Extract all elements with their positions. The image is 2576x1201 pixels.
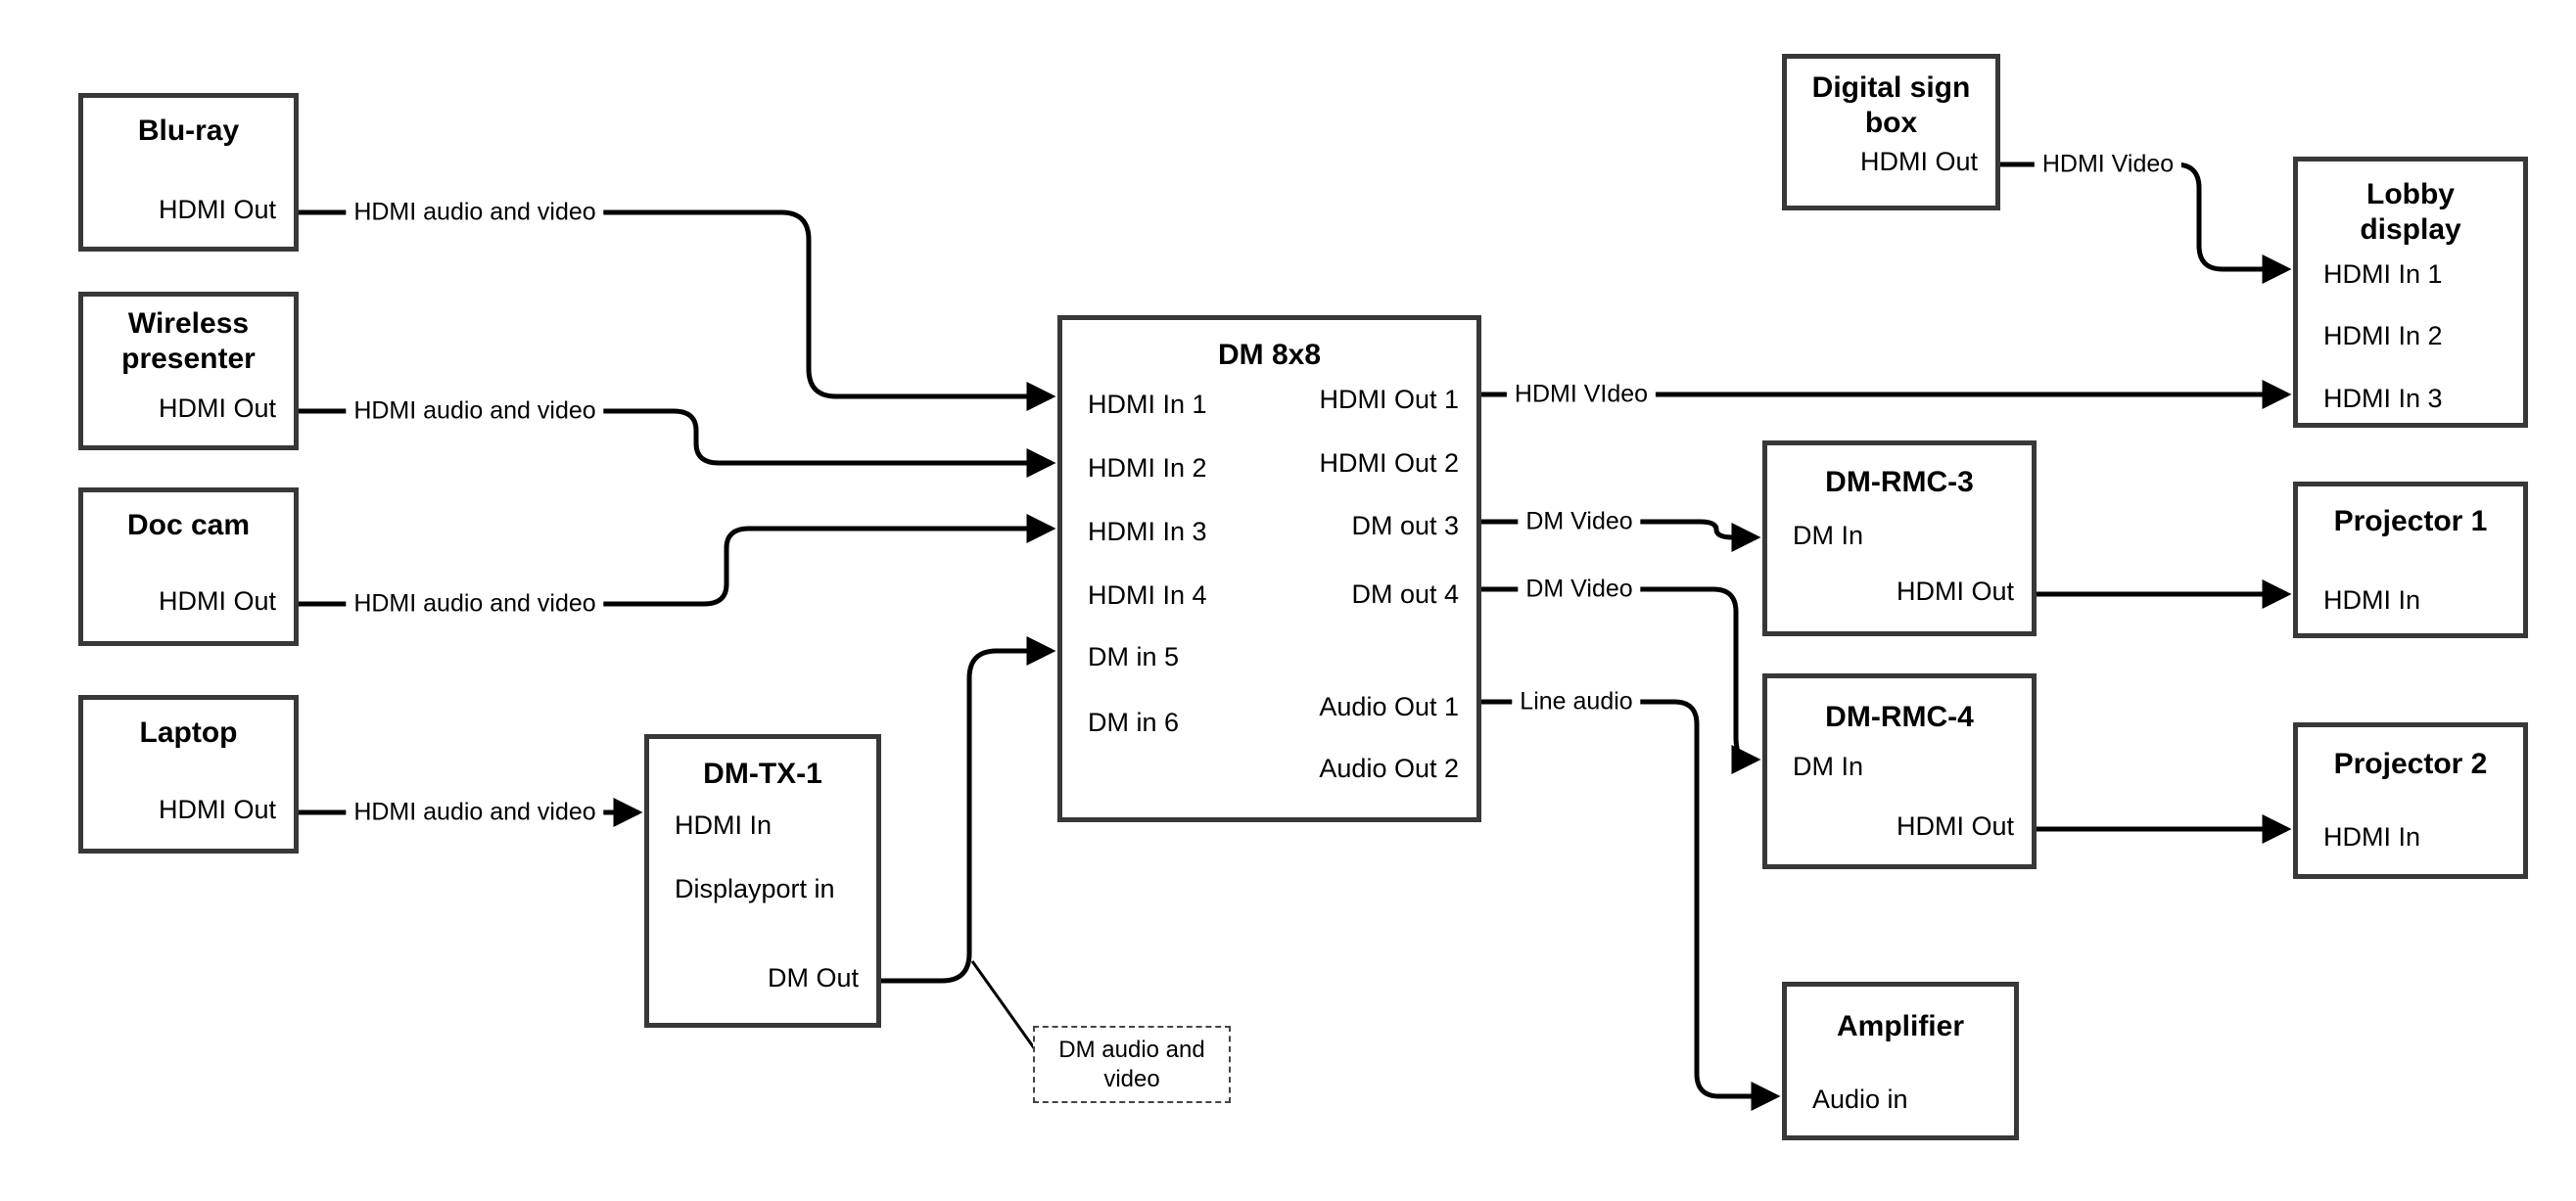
port-hdmi-out: HDMI Out — [158, 195, 276, 224]
node-lobby-display: Lobby display HDMI In 1 HDMI In 2 HDMI I… — [2293, 157, 2528, 428]
node-dm-rmc-4: DM-RMC-4 DM In HDMI Out — [1762, 673, 2037, 869]
node-title: DM 8x8 — [1217, 339, 1322, 371]
node-dm-tx-1: DM-TX-1 HDMI In Displayport in DM Out — [644, 734, 881, 1028]
port-hdmi-in-1: HDMI In 1 — [2323, 259, 2443, 289]
port-hdmi-in-4: HDMI In 4 — [1088, 580, 1207, 610]
port-hdmi-in: HDMI In — [2323, 585, 2421, 615]
connector-dm-out-4-to-rmc4 — [1481, 586, 1761, 774]
connector-label-hdmi-audio-video-4: HDMI audio and video — [346, 797, 604, 828]
connector-label-line-audio: Line audio — [1512, 686, 1641, 717]
port-hdmi-out: HDMI Out — [1896, 811, 2014, 841]
node-title: Projector 2 — [2333, 748, 2488, 780]
annotation-dm-audio-video: DM audio and video — [1033, 1026, 1231, 1103]
port-audio-out-1: Audio Out 1 — [1319, 692, 1459, 721]
node-title: Wireless presenter — [121, 307, 256, 375]
port-audio-out-2: Audio Out 2 — [1319, 754, 1459, 783]
connector-label-hdmi-video-out1: HDMI VIdeo — [1506, 379, 1657, 410]
port-dm-out-3: DM out 3 — [1351, 511, 1459, 540]
connector-audio-out-1-to-amp — [1481, 699, 1781, 1111]
node-digital-sign-box: Digital sign box HDMI Out — [1782, 54, 2000, 210]
connector-label-hdmi-audio-video-3: HDMI audio and video — [346, 588, 604, 620]
node-dm-rmc-3: DM-RMC-3 DM In HDMI Out — [1762, 440, 2037, 636]
annotation-leader-line — [970, 960, 1037, 1050]
port-hdmi-in-1: HDMI In 1 — [1088, 390, 1207, 419]
node-title: Lobby display — [2360, 178, 2461, 246]
port-dm-out: DM Out — [767, 963, 859, 993]
port-hdmi-out: HDMI Out — [1859, 147, 1978, 176]
connector-label-dm-video-3: DM Video — [1518, 506, 1641, 537]
node-title: Doc cam — [126, 509, 251, 541]
node-title: DM-RMC-3 — [1825, 466, 1974, 498]
port-hdmi-out: HDMI Out — [1896, 577, 2014, 606]
port-dm-in: DM In — [1793, 521, 1864, 550]
node-wireless-presenter: Wireless presenter HDMI Out — [78, 292, 299, 450]
node-amplifier: Amplifier Audio in — [1782, 982, 2019, 1140]
node-dm-8x8: DM 8x8 HDMI In 1 HDMI In 2 HDMI In 3 HDM… — [1057, 315, 1481, 822]
port-dm-in-5: DM in 5 — [1088, 642, 1180, 671]
port-hdmi-out: HDMI Out — [158, 795, 276, 824]
connector-dmtx1-to-dm-in-5 — [881, 636, 1056, 984]
port-dm-in-6: DM in 6 — [1088, 708, 1180, 737]
connector-dm-out-3-to-rmc3 — [1481, 519, 1761, 552]
connector-bluray-to-hdmi-in-1 — [299, 209, 1056, 411]
port-hdmi-in: HDMI In — [2323, 822, 2421, 852]
port-audio-in: Audio in — [1812, 1085, 1908, 1114]
port-hdmi-in-2: HDMI In 2 — [1088, 453, 1207, 483]
port-hdmi-out-1: HDMI Out 1 — [1319, 385, 1459, 414]
port-hdmi-out: HDMI Out — [158, 586, 276, 616]
port-hdmi-in: HDMI In — [675, 810, 773, 840]
port-dm-out-4: DM out 4 — [1351, 579, 1459, 609]
node-title: Blu-ray — [137, 115, 240, 147]
connector-label-hdmi-audio-video-1: HDMI audio and video — [346, 197, 604, 228]
node-title: DM-RMC-4 — [1825, 701, 1974, 733]
port-hdmi-in-3: HDMI In 3 — [1088, 517, 1207, 546]
node-laptop: Laptop HDMI Out — [78, 695, 299, 854]
node-projector-1: Projector 1 HDMI In — [2293, 482, 2528, 638]
connector-wireless-to-hdmi-in-2 — [299, 408, 1056, 478]
port-hdmi-in-2: HDMI In 2 — [2323, 321, 2443, 350]
node-title: Amplifier — [1836, 1010, 1965, 1042]
node-title: Projector 1 — [2333, 505, 2488, 537]
node-title: DM-TX-1 — [703, 758, 822, 790]
node-title: Digital sign box — [1811, 71, 1971, 139]
connector-label-dm-video-4: DM Video — [1518, 574, 1641, 605]
port-hdmi-out-2: HDMI Out 2 — [1319, 448, 1459, 478]
connector-signbox-to-lobby — [2000, 162, 2292, 284]
port-hdmi-out: HDMI Out — [158, 393, 276, 423]
node-doc-cam: Doc cam HDMI Out — [78, 487, 299, 646]
node-bluray: Blu-ray HDMI Out — [78, 93, 299, 252]
connector-doccam-to-hdmi-in-3 — [299, 514, 1056, 607]
connector-label-hdmi-audio-video-2: HDMI audio and video — [346, 395, 604, 427]
port-displayport-in: Displayport in — [675, 874, 835, 903]
port-dm-in: DM In — [1793, 752, 1864, 781]
port-hdmi-in-3: HDMI In 3 — [2323, 384, 2443, 413]
connector-label-hdmi-video-sign: HDMI Video — [2034, 149, 2182, 180]
node-projector-2: Projector 2 HDMI In — [2293, 722, 2528, 879]
node-title: Laptop — [139, 716, 238, 749]
